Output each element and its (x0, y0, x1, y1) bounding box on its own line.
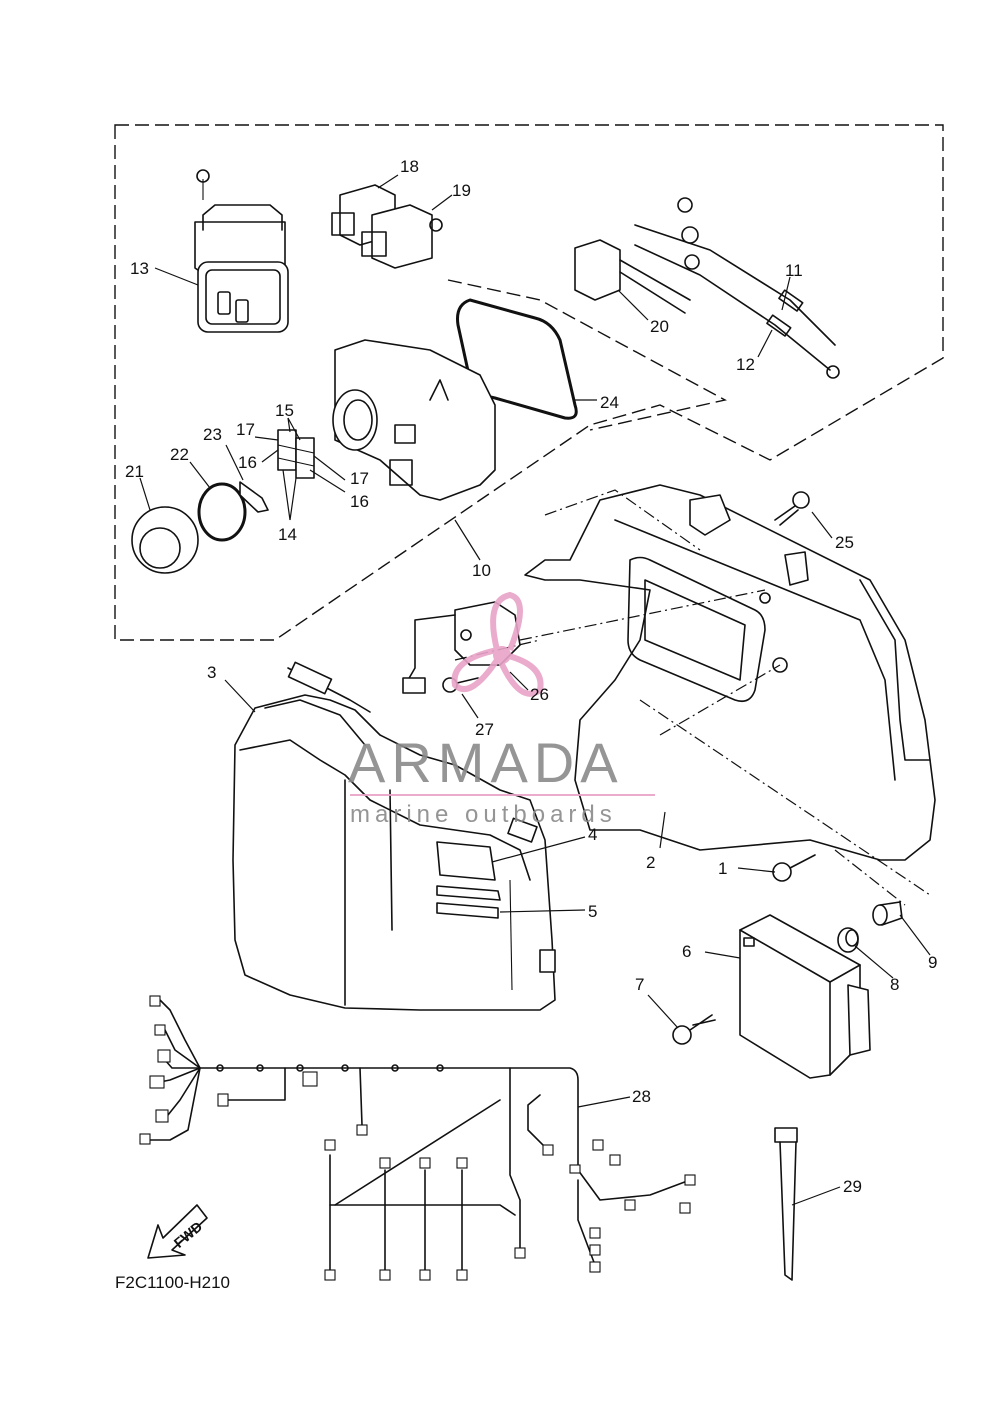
callout-1: 1 (718, 859, 727, 878)
callout-19: 19 (452, 181, 471, 200)
part-28-harness (139, 995, 696, 1281)
leader-lines (139, 174, 931, 1206)
part-23-clip (239, 481, 269, 513)
callout-25: 25 (835, 533, 854, 552)
callout-18: 18 (400, 157, 419, 176)
callout-5: 5 (588, 902, 597, 921)
callout-22: 22 (170, 445, 189, 464)
subassembly-boundary (447, 279, 727, 431)
callout-10: 10 (472, 561, 491, 580)
part-25-bolt (774, 491, 810, 526)
callout-16a: 16 (238, 453, 257, 472)
part-19-relay (361, 204, 443, 269)
part-29-cable-tie (774, 1127, 798, 1281)
callout-16b: 16 (350, 492, 369, 511)
part-7-bolt (672, 1014, 716, 1045)
callout-2: 2 (646, 853, 655, 872)
callout-12: 12 (736, 355, 755, 374)
callout-17b: 17 (350, 469, 369, 488)
part-14-17-connectors (277, 429, 315, 479)
propeller-logo-icon (451, 591, 544, 697)
callout-29: 29 (843, 1177, 862, 1196)
callout-7: 7 (635, 975, 644, 994)
callout-21: 21 (125, 462, 144, 481)
assembly-boundary (114, 124, 944, 641)
callout-11: 11 (785, 261, 803, 280)
part-2-housing (524, 484, 936, 861)
callout-labels: 1 2 3 4 5 6 7 8 9 10 11 12 13 14 15 16 1… (125, 157, 937, 1196)
callout-20: 20 (650, 317, 669, 336)
part-22-oring (197, 482, 247, 542)
part-1-bolt (772, 854, 816, 882)
watermark: ARMADA marine outboards (348, 591, 655, 828)
callout-14: 14 (278, 525, 297, 544)
fwd-arrow-icon: FWD (147, 1204, 208, 1259)
part-9-collar (872, 901, 903, 926)
callout-9: 9 (928, 953, 937, 972)
diagram-code: F2C1100-H210 (115, 1273, 230, 1292)
callout-23: 23 (203, 425, 222, 444)
callout-27: 27 (475, 720, 494, 739)
watermark-brand: ARMADA (348, 731, 624, 794)
part-6-ecu (739, 914, 871, 1079)
callout-8: 8 (890, 975, 899, 994)
part-3-cover (232, 661, 556, 1011)
watermark-tagline: marine outboards (350, 801, 617, 828)
callout-3: 3 (207, 663, 216, 682)
part-11-cable (634, 197, 836, 346)
callout-6: 6 (682, 942, 691, 961)
part-12-cable (634, 244, 840, 379)
callout-4: 4 (588, 825, 597, 844)
alignment-lines (454, 489, 931, 906)
callout-28: 28 (632, 1087, 651, 1106)
callout-17a: 17 (236, 420, 255, 439)
part-13-cover (194, 169, 289, 333)
part-20-coil (574, 239, 691, 314)
part-10-throttle-body (332, 339, 496, 501)
callout-24: 24 (600, 393, 619, 412)
part-21-cap (131, 506, 199, 574)
callout-15: 15 (275, 401, 294, 420)
part-8-grommet (837, 927, 859, 953)
part-24-gasket (456, 298, 578, 420)
callout-26: 26 (530, 685, 549, 704)
callout-13: 13 (130, 259, 149, 278)
